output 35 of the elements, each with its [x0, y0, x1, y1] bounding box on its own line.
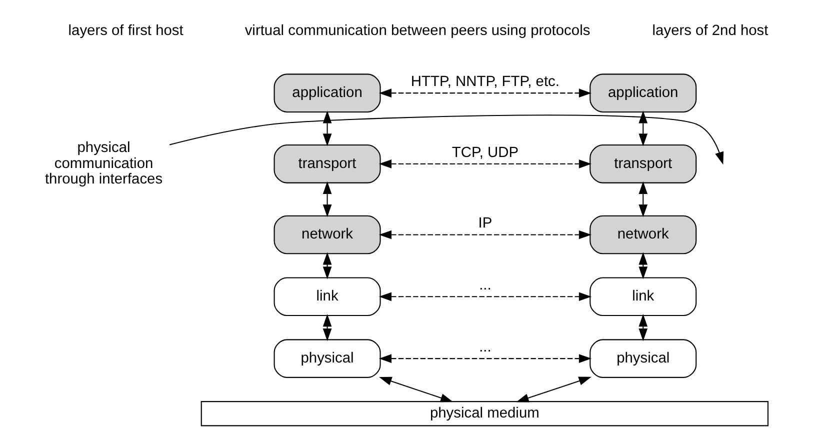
node-box: application	[590, 74, 697, 112]
edge-label: ...	[479, 278, 492, 294]
arrow	[638, 252, 648, 280]
node-box: link	[590, 277, 697, 316]
arrow	[638, 181, 648, 218]
arrow	[322, 181, 332, 218]
node-box: application	[274, 74, 381, 112]
label: virtual communication between peers using protocols	[244, 23, 590, 40]
node-box: network	[590, 215, 697, 254]
arrow	[379, 376, 454, 402]
node-box: physical	[274, 339, 381, 378]
node-box: link	[274, 277, 381, 316]
node-box: transport	[590, 144, 697, 184]
arrow	[378, 292, 592, 302]
node-text: physical communication through interfaces	[44, 140, 163, 188]
arrow	[169, 114, 724, 165]
arrow	[378, 230, 592, 240]
edge-label: ...	[479, 339, 492, 356]
node-box: network	[274, 215, 381, 254]
arrow	[322, 252, 332, 280]
arrow	[638, 110, 648, 146]
arrow	[322, 314, 332, 342]
label: layers of first host	[68, 23, 184, 40]
node-box: physical	[590, 339, 697, 378]
arrow	[378, 88, 592, 98]
arrow	[516, 376, 592, 402]
arrow	[378, 354, 592, 363]
label: layers of 2nd host	[652, 23, 768, 40]
edge-label: HTTP, NNTP, FTP, etc.	[410, 74, 560, 90]
edge-label: IP	[478, 216, 492, 232]
node-box: transport	[274, 144, 381, 184]
node-box: physical medium	[200, 401, 768, 426]
arrow	[638, 314, 648, 342]
arrow	[378, 160, 592, 168]
edge-label: TCP, UDP	[452, 144, 519, 161]
